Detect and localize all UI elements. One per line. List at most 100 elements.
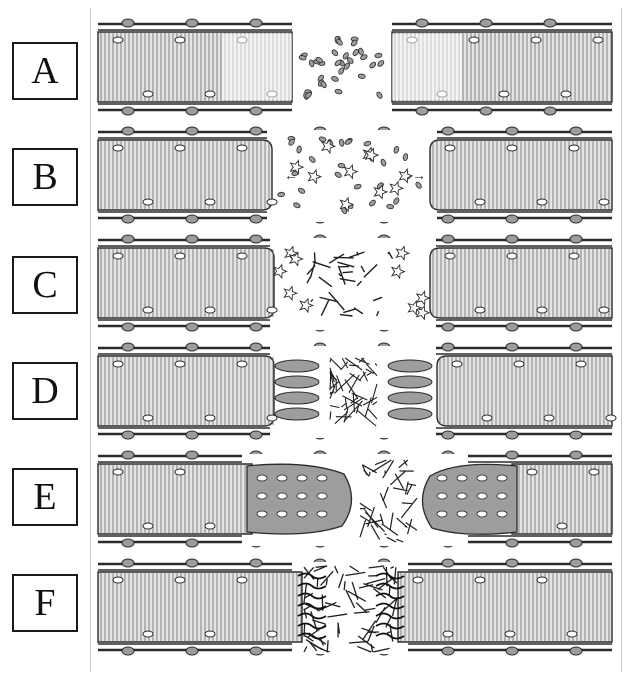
satellite-cell xyxy=(186,215,198,223)
nucleus xyxy=(507,145,517,151)
satellite-cell xyxy=(506,343,518,351)
satellite-cell xyxy=(122,127,134,135)
nucleus xyxy=(557,523,567,529)
fibrin-strand xyxy=(334,257,354,258)
satellite-cell xyxy=(570,235,582,243)
panel-label-a: A xyxy=(12,42,78,100)
myoblast xyxy=(275,408,319,420)
satellite-cell xyxy=(570,127,582,135)
satellite-cell xyxy=(442,343,454,351)
debris-cell xyxy=(376,91,384,99)
nucleus xyxy=(576,361,586,367)
nucleus xyxy=(267,199,277,205)
satellite-cell xyxy=(122,343,134,351)
panel-d-illustration xyxy=(92,338,618,450)
left-muscle-fiber xyxy=(98,248,274,318)
panel-e-regeneration xyxy=(92,446,618,558)
nucleus xyxy=(297,475,307,481)
panel-c-fibrin xyxy=(92,230,618,342)
nucleus xyxy=(267,307,277,313)
arrow-right: → xyxy=(412,169,426,184)
satellite-cell xyxy=(186,127,198,135)
satellite-cell xyxy=(250,215,262,223)
satellite-cell xyxy=(250,431,262,439)
nucleus xyxy=(537,307,547,313)
satellite-cell xyxy=(480,107,492,115)
debris-cell xyxy=(335,89,343,95)
satellite-cell xyxy=(506,215,518,223)
debris-cell xyxy=(369,61,377,69)
satellite-cell xyxy=(442,559,454,567)
right-muscle-fiber xyxy=(437,356,612,426)
nucleus xyxy=(413,577,423,583)
satellite-cell xyxy=(250,19,262,27)
nucleus xyxy=(113,253,123,259)
satellite-cell xyxy=(480,19,492,27)
nucleus xyxy=(589,469,599,475)
nucleus xyxy=(175,37,185,43)
nucleus xyxy=(457,493,467,499)
nucleus xyxy=(143,523,153,529)
satellite-cell xyxy=(122,539,134,547)
fibrin-strand xyxy=(304,624,305,636)
satellite-cell xyxy=(570,343,582,351)
nucleus xyxy=(205,91,215,97)
nucleus xyxy=(497,511,507,517)
necrotic-zone-left xyxy=(222,34,292,100)
fibrin-strand xyxy=(343,272,353,273)
nucleus xyxy=(507,253,517,259)
satellite-cell xyxy=(186,451,198,459)
fibrin-strand xyxy=(330,411,331,419)
nucleus xyxy=(561,91,571,97)
nucleus xyxy=(443,631,453,637)
nucleus xyxy=(497,493,507,499)
inflammatory-cell xyxy=(277,192,285,197)
nucleus xyxy=(175,145,185,151)
nucleus xyxy=(205,199,215,205)
debris-cell xyxy=(331,76,339,83)
nucleus xyxy=(277,493,287,499)
nucleus xyxy=(475,199,485,205)
myoblast xyxy=(388,376,432,388)
arrow-left: ← xyxy=(284,169,298,184)
panel-c-illustration xyxy=(92,230,618,342)
satellite-cell xyxy=(186,647,198,655)
panel-d-myoblast xyxy=(92,338,618,450)
nucleus xyxy=(593,37,603,43)
nucleus xyxy=(437,511,447,517)
nucleus xyxy=(143,307,153,313)
nucleus xyxy=(537,199,547,205)
debris-cell xyxy=(375,53,383,59)
nucleus xyxy=(113,361,123,367)
nucleus xyxy=(537,577,547,583)
myoblast xyxy=(388,408,432,420)
satellite-cell xyxy=(186,107,198,115)
nucleus xyxy=(569,145,579,151)
satellite-cell xyxy=(122,235,134,243)
satellite-cell xyxy=(570,539,582,547)
nucleus xyxy=(477,475,487,481)
nucleus xyxy=(475,307,485,313)
fibrin-strand xyxy=(385,534,387,535)
satellite-cell xyxy=(250,343,262,351)
nucleus xyxy=(475,577,485,583)
nucleus xyxy=(469,37,479,43)
satellite-cell xyxy=(186,235,198,243)
panel-f-illustration xyxy=(92,554,618,666)
left-muscle-fiber xyxy=(98,356,274,426)
nucleus xyxy=(277,475,287,481)
nucleus xyxy=(567,631,577,637)
satellite-cell xyxy=(570,559,582,567)
nucleus xyxy=(113,145,123,151)
nucleus xyxy=(544,415,554,421)
nucleus xyxy=(317,493,327,499)
satellite-cell xyxy=(544,107,556,115)
fibrin-strand xyxy=(327,640,328,652)
nucleus xyxy=(505,631,515,637)
panel-f-scar xyxy=(92,554,618,666)
nucleus xyxy=(457,475,467,481)
panel-b-inflammation: ←→ xyxy=(92,122,618,234)
nucleus xyxy=(317,511,327,517)
satellite-cell xyxy=(186,19,198,27)
nucleus xyxy=(445,253,455,259)
